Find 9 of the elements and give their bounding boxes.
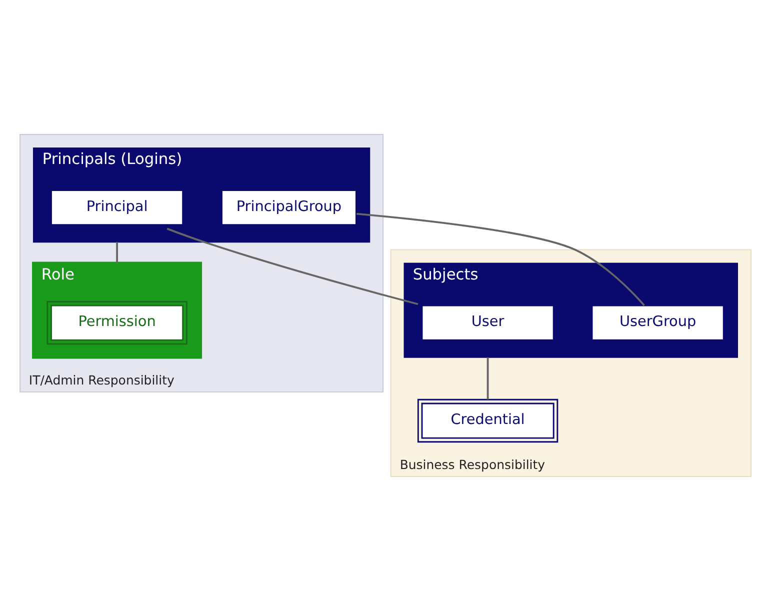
node-box: Credential — [417, 398, 558, 443]
connector — [486, 357, 489, 400]
connector — [116, 242, 118, 264]
node-box: UserGroup — [591, 304, 724, 341]
node-box: PrincipalGroup — [221, 190, 357, 226]
node-box: Principal — [50, 190, 184, 226]
connector — [356, 212, 645, 306]
node-box: User — [421, 304, 554, 341]
node-box: Permission — [46, 300, 188, 345]
